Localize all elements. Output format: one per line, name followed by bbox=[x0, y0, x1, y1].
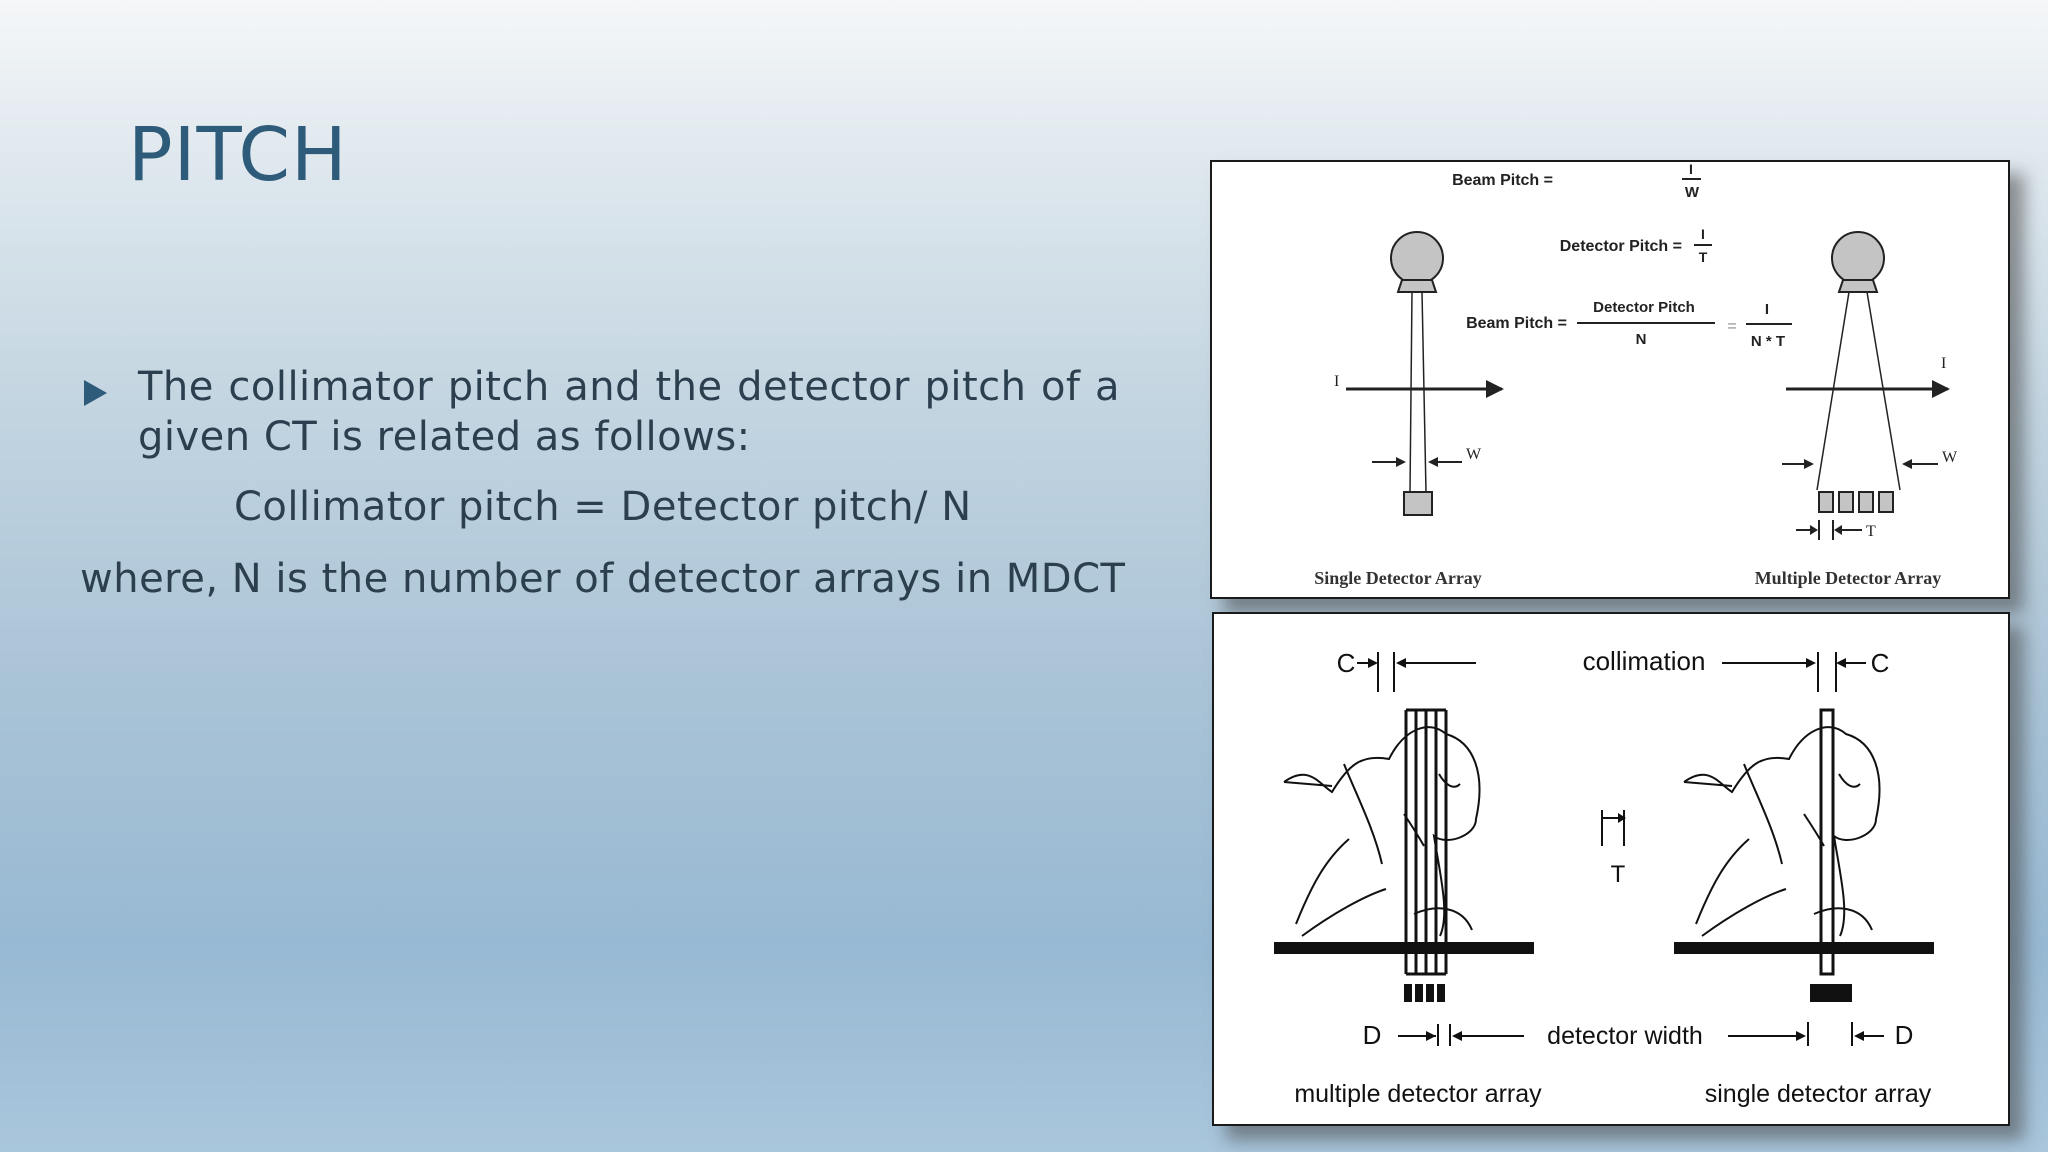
frac-I-1: I bbox=[1689, 162, 1693, 177]
label-C-right: C bbox=[1871, 648, 1890, 678]
label-I-left: I bbox=[1334, 373, 1339, 390]
detector-element bbox=[1858, 491, 1874, 513]
frac-NT: N * T bbox=[1751, 333, 1785, 350]
patient-illustration-right bbox=[1683, 726, 1881, 937]
frac-I-2: I bbox=[1701, 226, 1705, 242]
bullet-text: The collimator pitch and the detector pi… bbox=[138, 364, 1120, 460]
frac-I-3: I bbox=[1765, 301, 1769, 318]
label-T: T bbox=[1611, 861, 1626, 888]
label-C-left: C bbox=[1337, 648, 1356, 678]
equals-sign: = bbox=[1727, 318, 1736, 335]
beam-pitch-figure: Beam Pitch = I W Detector Pitch = I T Be… bbox=[1210, 160, 2010, 599]
collimation-diagram: C collimation C T bbox=[1274, 646, 1934, 1108]
beam-pitch-formula-label: Beam Pitch = bbox=[1452, 172, 1553, 189]
label-W-left: W bbox=[1466, 446, 1482, 463]
caption-multiple-detector: Multiple Detector Array bbox=[1755, 568, 1942, 588]
frac-detector-pitch: Detector Pitch bbox=[1593, 299, 1695, 316]
direction-arrow-icon-right bbox=[1932, 380, 1950, 398]
collimation-figure: C collimation C T bbox=[1212, 612, 2010, 1126]
detector-element bbox=[1878, 491, 1894, 513]
label-D-left: D bbox=[1363, 1020, 1382, 1050]
patient-table-left bbox=[1274, 942, 1534, 954]
detector-row-left bbox=[1404, 984, 1445, 1002]
frac-T: T bbox=[1699, 249, 1708, 265]
frac-N: N bbox=[1636, 331, 1647, 348]
detector-width-label: detector width bbox=[1547, 1022, 1703, 1050]
direction-arrow-icon bbox=[1486, 380, 1504, 398]
collimated-beam-right bbox=[1819, 708, 1835, 976]
pitch-equation: Collimator pitch = Detector pitch/ N bbox=[234, 484, 972, 530]
label-I-right: I bbox=[1941, 355, 1946, 372]
frac-W: W bbox=[1685, 184, 1700, 201]
beam-pitch-formula-label-2: Beam Pitch = bbox=[1466, 315, 1567, 332]
xray-tube-icon bbox=[1390, 231, 1444, 285]
caption-multiple-detector-array: multiple detector array bbox=[1294, 1080, 1542, 1108]
tube-base-icon bbox=[1396, 279, 1438, 293]
caption-single-detector-array: single detector array bbox=[1705, 1080, 1932, 1108]
tube-base-icon-right bbox=[1837, 279, 1879, 293]
label-D-right: D bbox=[1895, 1020, 1914, 1050]
detector-row-right bbox=[1810, 984, 1852, 1002]
xray-tube-icon-right bbox=[1831, 231, 1885, 285]
patient-illustration-left bbox=[1283, 726, 1481, 937]
where-text: where, N is the number of detector array… bbox=[80, 556, 1126, 602]
caption-single-detector: Single Detector Array bbox=[1314, 568, 1482, 588]
beam-pitch-diagram: Beam Pitch = I W Detector Pitch = I T Be… bbox=[1314, 162, 1958, 588]
collimation-label: collimation bbox=[1583, 646, 1706, 676]
detector-pitch-formula-label: Detector Pitch = bbox=[1560, 238, 1682, 255]
single-detector-element bbox=[1403, 491, 1433, 516]
detector-element bbox=[1818, 491, 1834, 513]
bullet-item: The collimator pitch and the detector pi… bbox=[80, 362, 1120, 462]
bullet-arrow-icon bbox=[84, 380, 107, 406]
label-W-right: W bbox=[1942, 449, 1958, 466]
slide-title: PITCH bbox=[128, 112, 348, 198]
label-T: T bbox=[1866, 523, 1876, 540]
patient-table-right bbox=[1674, 942, 1934, 954]
collimated-beam-left bbox=[1404, 708, 1448, 976]
detector-element bbox=[1838, 491, 1854, 513]
